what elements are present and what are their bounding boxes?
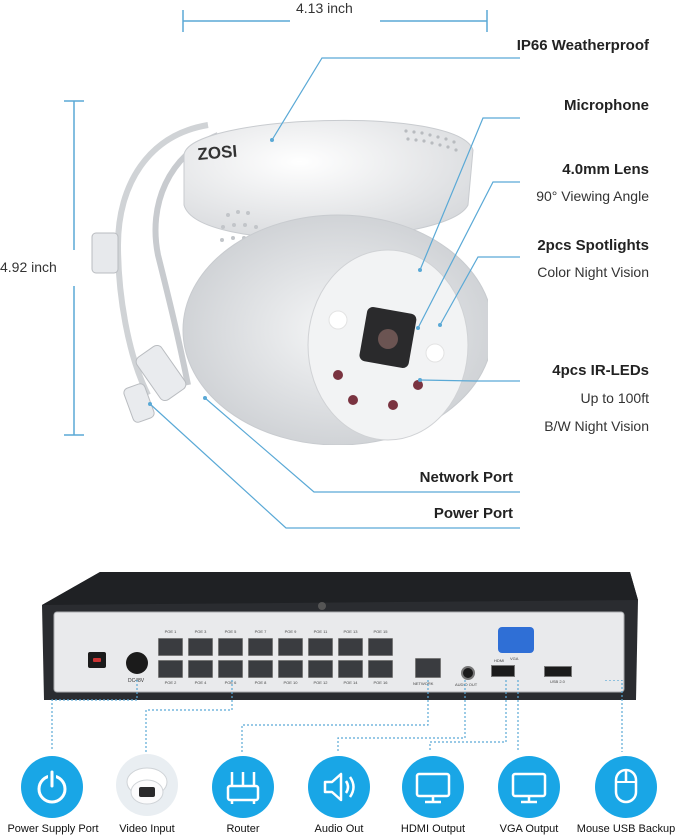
poe-port[interactable] [278, 638, 303, 656]
mouse-icon [595, 756, 657, 818]
label-router: Router [226, 823, 260, 835]
poe-port[interactable] [188, 660, 213, 678]
poe-port[interactable] [218, 660, 243, 678]
vga-label: VGA [510, 656, 519, 661]
poe-label: POE 11 [313, 629, 328, 634]
poe-label: POE 15 [373, 629, 388, 634]
label-mouse-usb-backup: Mouse USB Backup [576, 823, 676, 835]
callout-irleds-sub1: Up to 100ft [580, 390, 650, 406]
poe-port[interactable] [278, 660, 303, 678]
callout-irleds-title: 4pcs IR-LEDs [552, 362, 649, 379]
network-label: NETWORK [413, 681, 434, 686]
network-port[interactable] [415, 658, 441, 678]
poe-port[interactable] [308, 660, 333, 678]
callout-microphone: Microphone [564, 97, 649, 114]
poe-port[interactable] [158, 660, 183, 678]
poe-ports-row-top [158, 638, 398, 656]
label-power-supply-port: Power Supply Port [7, 823, 99, 835]
poe-label: POE 10 [283, 680, 298, 685]
poe-port[interactable] [368, 660, 393, 678]
nvr-connector-lines [0, 680, 679, 760]
dc-label: DC48V [128, 678, 145, 684]
poe-port[interactable] [338, 660, 363, 678]
poe-label: POE 1 [164, 629, 177, 634]
audio-label: AUDIO OUT [455, 682, 478, 687]
poe-label: POE 4 [194, 680, 207, 685]
poe-label: POE 8 [254, 680, 267, 685]
height-dimension-label: 4.92 inch [0, 259, 57, 275]
callout-power-port: Power Port [433, 505, 513, 522]
usb-port[interactable] [544, 666, 572, 677]
label-video-input: Video Input [119, 823, 175, 835]
monitor-icon [402, 756, 464, 818]
label-hdmi-output: HDMI Output [400, 823, 466, 835]
poe-label: POE 3 [194, 629, 207, 634]
dome-camera-illustration: ZOSI [88, 95, 488, 445]
poe-labels-bottom: POE 2 POE 4 POE 6 POE 8 POE 10 POE 12 PO… [158, 679, 398, 687]
label-vga-output: VGA Output [499, 823, 559, 835]
poe-label: POE 7 [254, 629, 267, 634]
vga-port[interactable] [498, 627, 534, 653]
poe-label: POE 6 [224, 680, 237, 685]
width-dimension-label: 4.13 inch [296, 0, 353, 16]
poe-port[interactable] [158, 638, 183, 656]
router-icon [212, 756, 274, 818]
hdmi-port[interactable] [491, 665, 515, 677]
poe-ports-row-bottom [158, 660, 398, 678]
audio-out-jack[interactable] [461, 666, 475, 680]
poe-port[interactable] [188, 638, 213, 656]
poe-label: POE 14 [343, 680, 358, 685]
height-dimension-line [58, 100, 88, 436]
poe-label: POE 16 [373, 680, 388, 685]
brand-logo: ZOSI [197, 142, 238, 164]
poe-port[interactable] [248, 660, 273, 678]
width-dimension-line [182, 8, 488, 34]
usb-label: USB 2.0 [550, 679, 565, 684]
poe-port[interactable] [368, 638, 393, 656]
hdmi-label: HDMI [494, 658, 505, 663]
poe-label: POE 9 [284, 629, 297, 634]
monitor-icon [498, 756, 560, 818]
callout-spotlights-title: 2pcs Spotlights [537, 237, 649, 254]
callout-lens-sub: 90° Viewing Angle [536, 188, 649, 204]
speaker-icon [308, 756, 370, 818]
callout-spotlights-sub: Color Night Vision [537, 264, 649, 280]
callout-weatherproof: IP66 Weatherproof [516, 37, 649, 54]
callout-irleds-sub2: B/W Night Vision [544, 418, 649, 434]
poe-label: POE 12 [313, 680, 328, 685]
callout-lens-title: 4.0mm Lens [562, 161, 649, 178]
poe-port[interactable] [218, 638, 243, 656]
power-switch[interactable] [88, 652, 106, 668]
poe-label: POE 5 [224, 629, 237, 634]
poe-port-block: POE 1 POE 3 POE 5 POE 7 POE 9 POE 11 POE… [158, 628, 398, 687]
label-audio-out: Audio Out [314, 823, 364, 835]
camera-icon [116, 754, 178, 816]
callout-network-port: Network Port [419, 469, 513, 486]
poe-port[interactable] [308, 638, 333, 656]
poe-port[interactable] [338, 638, 363, 656]
poe-label: POE 2 [164, 680, 177, 685]
poe-port[interactable] [248, 638, 273, 656]
poe-labels-top: POE 1 POE 3 POE 5 POE 7 POE 9 POE 11 POE… [158, 628, 398, 636]
dc-power-jack[interactable] [126, 652, 148, 674]
power-icon [21, 756, 83, 818]
poe-label: POE 13 [343, 629, 358, 634]
